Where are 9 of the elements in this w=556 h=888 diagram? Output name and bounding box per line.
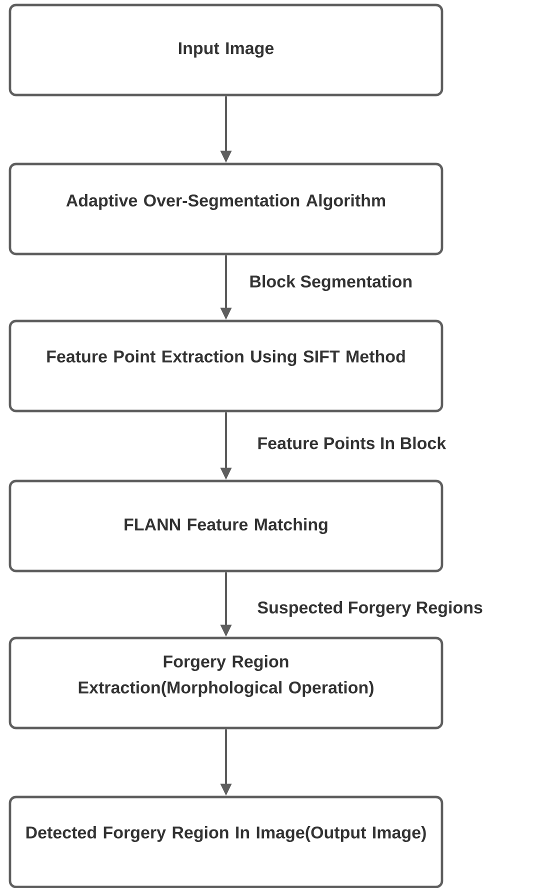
process-box: Detected Forgery Region In Image(Output Image) bbox=[8, 796, 444, 888]
edge-label: Suspected Forgery Regions bbox=[256, 600, 484, 618]
edge-label: Block Segmentation bbox=[248, 274, 414, 292]
process-box: Feature Point Extraction Using SIFT Method bbox=[8, 320, 444, 412]
process-box: Input Image bbox=[8, 4, 444, 96]
process-box: Forgery Region Extraction(Morphological Operation) bbox=[8, 636, 444, 730]
process-box: FLANN Feature Matching bbox=[8, 480, 444, 572]
process-box: Adaptive Over-Segmentation Algorithm bbox=[8, 162, 444, 256]
edge-label: Feature Points In Block bbox=[256, 436, 448, 450]
